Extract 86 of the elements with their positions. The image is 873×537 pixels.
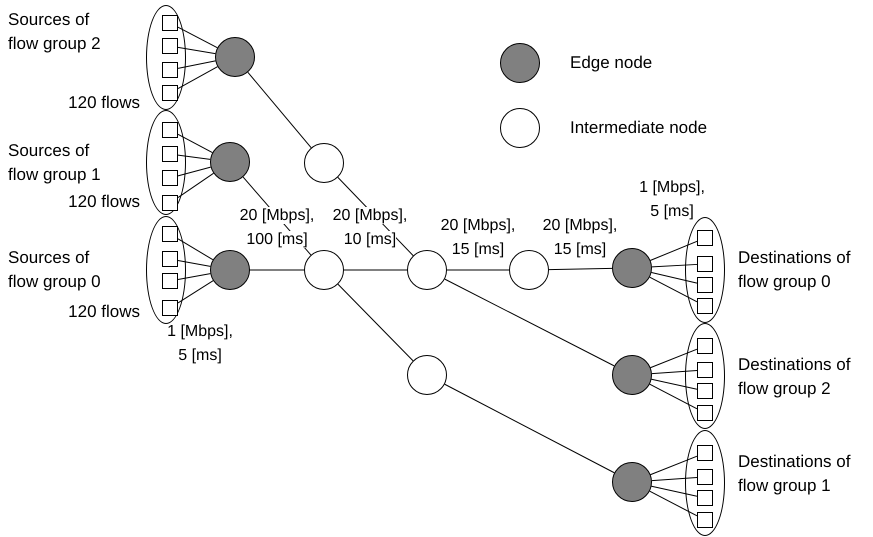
- flow-group-ellipse: [146, 216, 186, 324]
- link-line: [548, 268, 612, 270]
- link-line: [178, 66, 218, 90]
- intermediate-node: [407, 355, 447, 395]
- link-capacity-note: 1 [Mbps], 5 [ms]: [166, 322, 234, 366]
- flow-host: [697, 405, 713, 421]
- flow-count-note: 120 flows: [67, 301, 140, 323]
- edge-node: [612, 248, 652, 288]
- flow-group-ellipse: [685, 430, 725, 536]
- flow-host: [697, 469, 713, 485]
- link-capacity-note: 1 [Mbps], 5 [ms]: [638, 178, 706, 222]
- flow-host: [162, 251, 178, 267]
- flow-host: [162, 300, 178, 316]
- flow-host: [697, 512, 713, 528]
- link-line: [178, 154, 211, 160]
- link-line: [444, 384, 615, 474]
- flow-host: [162, 38, 178, 54]
- flow-host: [162, 226, 178, 242]
- flow-group-ellipse: [146, 110, 186, 215]
- edge-label: 20 [Mbps], 100 [ms]: [238, 206, 316, 250]
- flow-host: [162, 170, 178, 186]
- flow-host: [697, 298, 713, 314]
- link-line: [651, 264, 698, 268]
- group-caption: Sources of flow group 1: [8, 140, 102, 186]
- edge-node: [215, 37, 255, 77]
- flow-host: [162, 146, 178, 162]
- link-line: [650, 240, 698, 261]
- link-line: [178, 260, 211, 267]
- intermediate-node: [304, 143, 344, 183]
- flow-host: [697, 256, 713, 272]
- link-line: [651, 370, 698, 374]
- link-line: [651, 378, 698, 390]
- edge-label: 20 [Mbps], 15 [ms]: [542, 216, 618, 260]
- flow-host: [697, 490, 713, 506]
- flow-count-note: 120 flows: [67, 92, 140, 114]
- flow-host: [697, 338, 713, 354]
- intermediate-node: [304, 250, 344, 290]
- link-line: [649, 490, 698, 516]
- flow-count-note: 120 flows: [67, 191, 140, 213]
- link-line: [178, 238, 214, 260]
- link-line: [650, 272, 698, 284]
- group-caption: Destinations of flow group 2: [738, 354, 852, 400]
- link-line: [178, 134, 213, 154]
- flow-host: [162, 195, 178, 211]
- link-line: [338, 284, 414, 362]
- edge-node: [210, 250, 250, 290]
- flow-host: [697, 383, 713, 399]
- link-line: [650, 456, 698, 476]
- flow-host: [162, 15, 178, 31]
- flow-group-ellipse: [146, 5, 186, 110]
- group-caption: Destinations of flow group 1: [738, 451, 852, 497]
- link-line: [247, 72, 312, 148]
- group-caption: Sources of flow group 0: [8, 247, 102, 293]
- flow-host: [697, 445, 713, 461]
- legend-label: Intermediate node: [570, 117, 708, 139]
- link-line: [178, 280, 214, 304]
- link-line: [178, 60, 216, 69]
- link-line: [649, 276, 698, 302]
- legend-label: Edge node: [570, 52, 652, 74]
- edge-node: [612, 462, 652, 502]
- link-line: [178, 273, 211, 280]
- link-line: [178, 172, 214, 198]
- edge-node: [612, 355, 652, 395]
- edge-label: 20 [Mbps], 10 [ms]: [332, 206, 408, 250]
- group-caption: Destinations of flow group 0: [738, 247, 852, 293]
- link-line: [178, 166, 212, 176]
- flow-host: [162, 122, 178, 138]
- flow-host: [697, 362, 713, 378]
- link-line: [649, 384, 698, 410]
- link-line: [651, 486, 698, 497]
- intermediate-node: [407, 250, 447, 290]
- flow-host: [162, 62, 178, 78]
- flow-host: [162, 85, 178, 101]
- intermediate-node: [509, 250, 549, 290]
- edge-node: [210, 142, 250, 182]
- link-line: [650, 348, 698, 368]
- edge-label: 20 [Mbps], 15 [ms]: [440, 216, 516, 260]
- flow-host: [697, 230, 713, 246]
- flow-group-ellipse: [685, 323, 725, 429]
- link-line: [178, 46, 216, 54]
- flow-host: [697, 277, 713, 293]
- link-line: [178, 26, 218, 48]
- link-line: [444, 278, 615, 366]
- flow-host: [162, 273, 178, 289]
- link-line: [651, 477, 698, 482]
- group-caption: Sources of flow group 2: [8, 9, 102, 55]
